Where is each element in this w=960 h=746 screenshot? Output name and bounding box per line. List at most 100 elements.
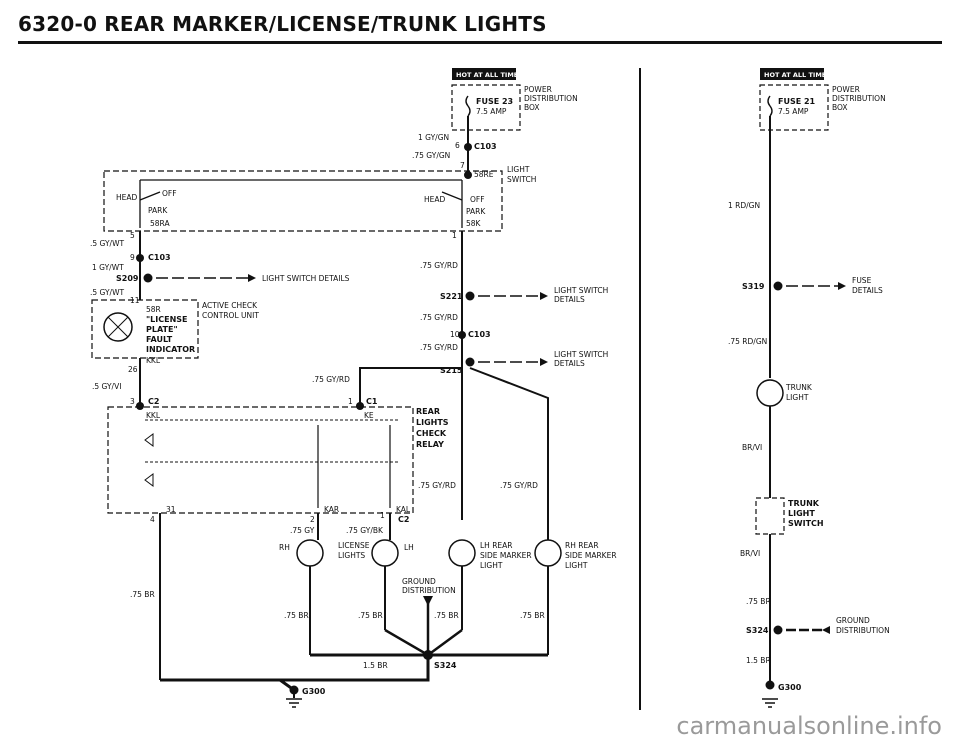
- wire-label-brvi-2: BR/VI: [740, 549, 760, 558]
- ls-details-3-l1: LIGHT SWITCH: [554, 350, 608, 359]
- fuse-label-left: FUSE 23: [476, 97, 513, 106]
- hot-tag-left: [452, 68, 516, 80]
- lamp-license-lh: [371, 539, 399, 567]
- splice-switch-in: [464, 171, 472, 179]
- switch-off-right: OFF: [470, 195, 485, 204]
- header-rule: [18, 41, 942, 44]
- trunk-switch-l3: SWITCH: [788, 519, 824, 528]
- wire-label-75br-r: .75 BR: [746, 597, 771, 606]
- wire-label-75gyrd-4: .75 GY/RD: [312, 375, 350, 384]
- splice-g300-right: [765, 680, 775, 690]
- s319-label: S319: [742, 282, 765, 291]
- switch-58re: 58RE: [474, 170, 494, 179]
- arrow-s324-right: [822, 626, 830, 634]
- indicator-l1: "LICENSE: [146, 315, 188, 324]
- wire-label-5gywt-2: .5 GY/WT: [90, 288, 125, 297]
- s215-label: S215: [440, 366, 463, 375]
- c103-label-3: C103: [468, 330, 491, 339]
- ls-details-3-l2: DETAILS: [554, 359, 585, 368]
- c1-pin-1: 1: [348, 397, 353, 406]
- relay-kkl: KKL: [146, 411, 161, 420]
- wire-to-relay: [359, 367, 462, 407]
- fuse-amp-left: 7.5 AMP: [476, 107, 507, 116]
- light-switch-l2: SWITCH: [507, 175, 536, 184]
- wire-label-br-1: .75 BR: [130, 590, 155, 599]
- power-box-l3: BOX: [524, 103, 540, 112]
- wire-label-15br: 1.5 BR: [363, 661, 388, 670]
- ground-dist-r2: DISTRIBUTION: [836, 626, 890, 635]
- wire-label-15br-r: 1.5 BR: [746, 656, 771, 665]
- wire-label-75gyrd-6: .75 GY/RD: [500, 481, 538, 490]
- splice-s324: [423, 650, 433, 660]
- relay-pin-4: 4: [150, 515, 155, 524]
- switch-contact-right: [441, 191, 463, 201]
- fuse-21-symbol: [767, 95, 773, 117]
- indicator-l2: PLATE": [146, 325, 178, 334]
- wire-label-br-3: .75 BR: [358, 611, 383, 620]
- lh-rear-l3: LIGHT: [480, 561, 503, 570]
- c103-label-2: C103: [148, 253, 171, 262]
- relay-box: [107, 406, 414, 514]
- relay-kal: KAL: [396, 505, 411, 514]
- c103-pin-10: 10: [450, 330, 460, 339]
- relay-l1: REAR: [416, 407, 440, 416]
- splice-s324-right: [773, 625, 783, 635]
- license-l1: LICENSE: [338, 541, 370, 550]
- c2-pin-3: 3: [130, 397, 135, 406]
- switch-58k: 58K: [466, 219, 482, 228]
- wire-label-75gyrd-2: .75 GY/RD: [420, 313, 458, 322]
- s209-label: S209: [116, 274, 139, 283]
- wire-label-1rdgn: 1 RD/GN: [728, 201, 760, 210]
- light-switch-box: [103, 170, 503, 232]
- lh-rear-l2: SIDE MARKER: [480, 551, 532, 560]
- pin-58r: 58R: [146, 305, 161, 314]
- power-box-l2: DISTRIBUTION: [524, 94, 578, 103]
- splice-s221: [465, 291, 475, 301]
- pin-kkl: KKL: [146, 356, 161, 365]
- wire-label-5gywt: .5 GY/WT: [90, 239, 125, 248]
- splice-s209: [143, 273, 153, 283]
- watermark: carmanualsonline.info: [676, 712, 942, 740]
- switch-head-right: HEAD: [424, 195, 446, 204]
- wire-label-br-5: .75 BR: [520, 611, 545, 620]
- splice-c1: [356, 402, 364, 410]
- indicator-l3: FAULT: [146, 335, 173, 344]
- wire-label-75gygn: .75 GY/GN: [412, 151, 450, 160]
- s324-label-right: S324: [746, 626, 769, 635]
- c1-label: C1: [366, 397, 378, 406]
- hot-label-left: HOT AT ALL TIMES: [456, 71, 523, 79]
- s324-label: S324: [434, 661, 457, 670]
- fuse-details-r1: FUSE: [852, 276, 872, 285]
- fuse-details-r2: DETAILS: [852, 286, 883, 295]
- hot-tag-right: [760, 68, 824, 80]
- c103-pin-9: 9: [130, 253, 135, 262]
- trunk-switch-l2: LIGHT: [788, 509, 815, 518]
- relay-l3: CHECK: [416, 429, 447, 438]
- wire-label-75gyrd-1: .75 GY/RD: [420, 261, 458, 270]
- wire-label-5gyvi: .5 GY/VI: [92, 382, 121, 391]
- lamp-filament-2: [107, 316, 129, 338]
- wire-label-75gyrd-3: .75 GY/RD: [420, 343, 458, 352]
- wire-label-brvi: BR/VI: [742, 443, 762, 452]
- switch-park-right: PARK: [466, 207, 486, 216]
- wire-label-75rdgn: .75 RD/GN: [728, 337, 767, 346]
- splice-c103-pin10: [458, 331, 466, 339]
- lamp-license-rh: [296, 539, 324, 567]
- switch-pin-7: 7: [460, 161, 465, 170]
- ground-dist-r1: GROUND: [836, 616, 870, 625]
- rh-rear-l1: RH REAR: [565, 541, 599, 550]
- splice-c103: [464, 143, 472, 151]
- c103-label-1: C103: [474, 142, 497, 151]
- c2-label-2: C2: [398, 515, 409, 524]
- power-box-r2: DISTRIBUTION: [832, 94, 886, 103]
- s221-label: S221: [440, 292, 463, 301]
- ls-details-2-l2: DETAILS: [554, 295, 585, 304]
- splice-g300: [289, 685, 299, 695]
- light-switch-details-1: LIGHT SWITCH DETAILS: [262, 274, 350, 283]
- pin-11: 11: [130, 296, 140, 305]
- rh-rear-l2: SIDE MARKER: [565, 551, 617, 560]
- wire-label-75gyrd-5: .75 GY/RD: [418, 481, 456, 490]
- active-check-box: [91, 299, 199, 359]
